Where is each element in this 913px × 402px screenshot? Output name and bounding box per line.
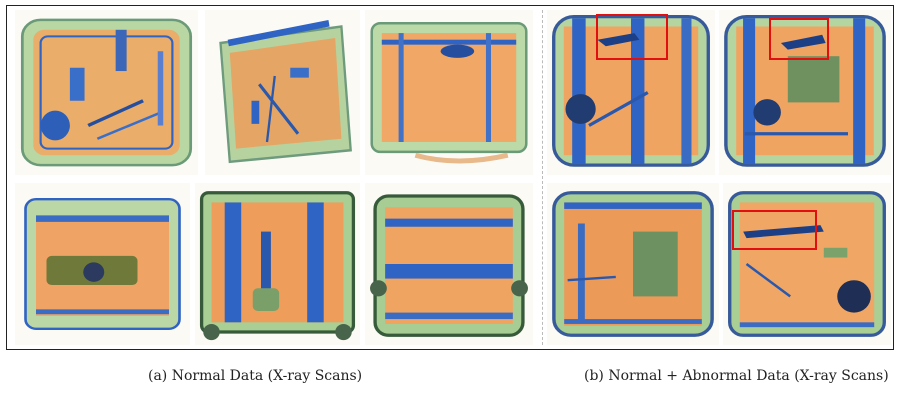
xray-scan-b3 <box>547 183 719 345</box>
abnormal-item-box-1 <box>596 14 668 60</box>
abnormal-item-box-2 <box>769 18 829 60</box>
xray-scan-b4 <box>723 183 891 345</box>
xray-scan-a1 <box>15 10 198 175</box>
xray-scan-b2 <box>719 10 891 175</box>
xray-scan-a5 <box>195 183 360 345</box>
xray-scan-a3 <box>365 10 533 175</box>
xray-scan-a4 <box>15 183 190 345</box>
caption-normal-data: (a) Normal Data (X-ray Scans) <box>148 368 363 384</box>
xray-figure <box>6 5 894 350</box>
xray-scan-a6 <box>365 183 533 345</box>
caption-abnormal-data: (b) Normal + Abnormal Data (X-ray Scans) <box>584 368 889 384</box>
abnormal-item-box-3 <box>732 210 817 250</box>
xray-scan-b1 <box>547 10 715 175</box>
xray-scan-a2 <box>205 10 360 175</box>
panel-divider <box>542 10 543 345</box>
